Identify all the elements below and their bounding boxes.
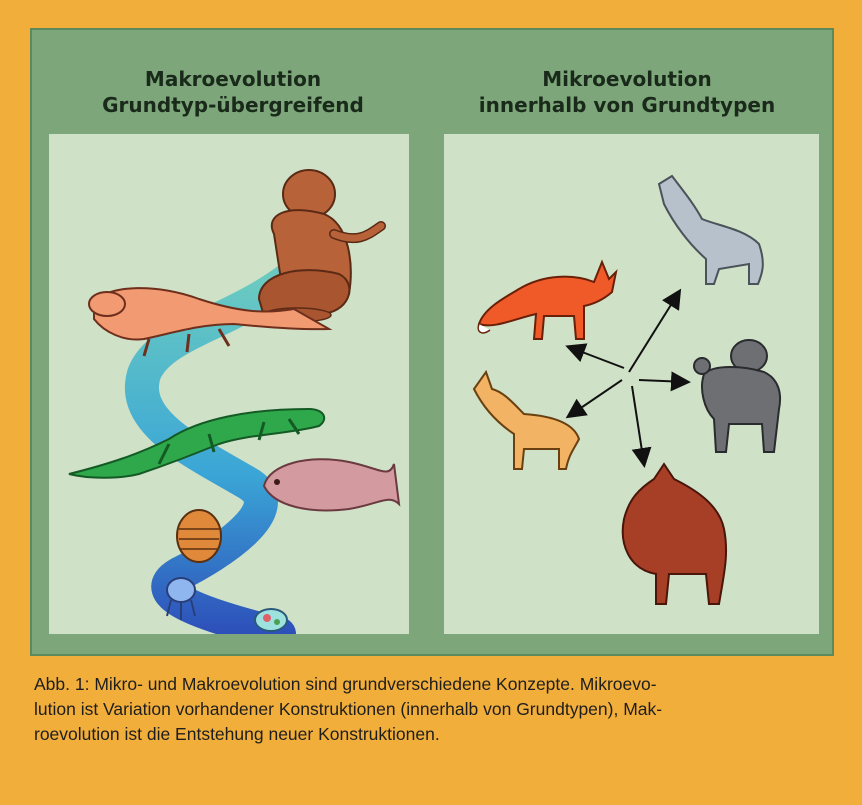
caption-line-1: Abb. 1: Mikro- und Makroevolution sind g… <box>34 672 824 697</box>
caption-line-2: lution ist Variation vorhandener Konstru… <box>34 697 824 722</box>
microevolution-illustration <box>444 134 819 634</box>
left-title-line1: Makroevolution <box>68 66 398 92</box>
grey-wolf-illustration <box>659 176 763 284</box>
variation-arrows <box>569 292 687 464</box>
caption-line-3: roevolution ist die Entstehung neuer Kon… <box>34 722 824 747</box>
golden-jackal-illustration <box>474 372 579 469</box>
red-wolf-illustration <box>623 464 726 604</box>
figure-panel: Makroevolution Grundtyp-übergreifend Mik… <box>30 28 834 656</box>
right-title-line2: innerhalb von Grundtypen <box>462 92 792 118</box>
left-title-line2: Grundtyp-übergreifend <box>68 92 398 118</box>
coelacanth-illustration <box>264 459 399 510</box>
single-cell-illustration <box>255 609 287 631</box>
macroevolution-illustration <box>49 134 409 634</box>
microevolution-panel <box>444 134 819 634</box>
human-ancestor-illustration <box>259 170 381 322</box>
left-column-title: Makroevolution Grundtyp-übergreifend <box>68 66 398 118</box>
trilobite-illustration <box>177 510 221 562</box>
macroevolution-panel <box>49 134 409 634</box>
right-title-line1: Mikroevolution <box>462 66 792 92</box>
poodle-illustration <box>694 340 780 452</box>
figure-caption: Abb. 1: Mikro- und Makroevolution sind g… <box>34 672 824 747</box>
red-fox-illustration <box>478 262 616 339</box>
right-column-title: Mikroevolution innerhalb von Grundtypen <box>462 66 792 118</box>
